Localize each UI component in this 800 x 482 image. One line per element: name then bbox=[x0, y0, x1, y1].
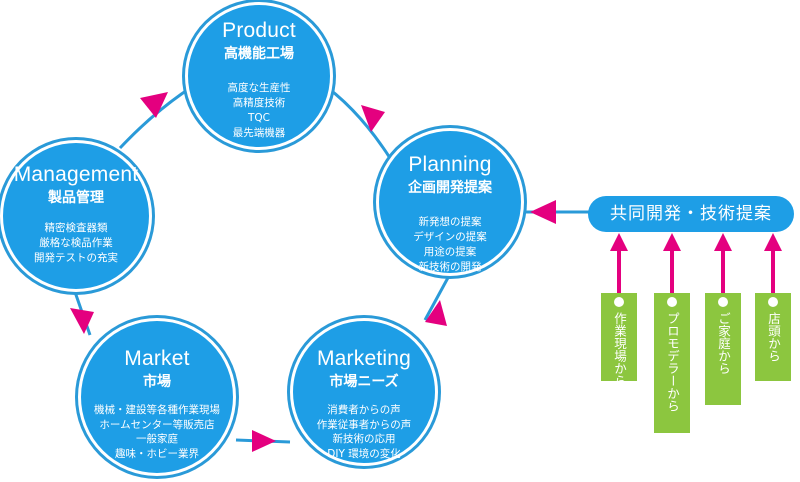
node-title: Market bbox=[124, 347, 190, 370]
source-box: プロモデラーから bbox=[654, 293, 690, 433]
node-items: 新発想の提案 デザインの提案 用途の提案 新技術の開発 bbox=[379, 215, 521, 275]
list-item: DIY 環境の変化 bbox=[327, 447, 401, 460]
node-subtitle: 製品管理 bbox=[48, 190, 104, 206]
list-item: 新発想の提案 bbox=[418, 216, 482, 228]
source-label: 店頭から bbox=[766, 312, 781, 362]
list-item: ホームセンター等販売店 bbox=[99, 418, 215, 431]
node-items: 高度な生産性 高精度技術 TQC 最先端機器 bbox=[188, 81, 330, 141]
list-item: 高精度技術 bbox=[232, 97, 286, 109]
list-item: 趣味・ホビー業界 bbox=[115, 447, 199, 460]
source-box: 作業現場から bbox=[601, 293, 637, 387]
list-item: 最先端機器 bbox=[232, 127, 286, 139]
list-item: 消費者からの声 bbox=[327, 404, 401, 416]
node-title: Planning bbox=[408, 153, 492, 176]
list-item: 用途の提案 bbox=[423, 246, 477, 258]
node-subtitle: 市場ニーズ bbox=[329, 374, 399, 390]
node-subtitle: 市場 bbox=[143, 374, 171, 390]
node-subtitle: 企画開発提案 bbox=[408, 180, 492, 196]
arrow-planning-to-product bbox=[361, 105, 385, 132]
list-item: 高度な生産性 bbox=[227, 82, 291, 94]
node-management: Management 製品管理 精密検査器類 厳格な検品作業 開発テストの充実 bbox=[0, 140, 152, 292]
node-product: Product 高機能工場 高度な生産性 高精度技術 TQC 最先端機器 bbox=[185, 2, 333, 150]
collaboration-pill: 共同開発・技術提案 bbox=[588, 196, 794, 232]
arrow-product-to-management bbox=[140, 92, 168, 118]
list-item: 開発テストの充実 bbox=[34, 252, 118, 264]
source-label: 作業現場から bbox=[612, 312, 627, 387]
bullet-dot-icon bbox=[614, 297, 624, 307]
node-marketing: Marketing 市場ニーズ 消費者からの声 作業従事者からの声 新技術の応用… bbox=[290, 318, 438, 466]
node-market: Market 市場 機械・建設等各種作業現場 ホームセンター等販売店 一般家庭 … bbox=[78, 318, 236, 476]
node-items: 精密検査器類 厳格な検品作業 開発テストの充実 bbox=[3, 221, 149, 266]
arrow-marketing-to-planning bbox=[425, 300, 447, 326]
list-item: 機械・建設等各種作業現場 bbox=[94, 404, 220, 416]
arrow-collab-to-planning bbox=[530, 200, 556, 224]
source-label: プロモデラーから bbox=[665, 312, 680, 412]
node-planning: Planning 企画開発提案 新発想の提案 デザインの提案 用途の提案 新技術… bbox=[376, 128, 524, 276]
arrow-src-2 bbox=[663, 233, 681, 251]
list-item: 精密検査器類 bbox=[44, 222, 108, 234]
list-item: 作業従事者からの声 bbox=[316, 418, 412, 431]
node-title: Product bbox=[222, 19, 296, 42]
list-item: 新技術の開発 bbox=[418, 261, 482, 273]
arrow-market-to-marketing bbox=[252, 430, 276, 452]
list-item: 厳格な検品作業 bbox=[39, 237, 113, 249]
arrow-src-3 bbox=[714, 233, 732, 251]
list-item: 新技術の応用 bbox=[332, 433, 396, 445]
source-box: ご家庭から bbox=[705, 293, 741, 405]
arrow-src-4 bbox=[764, 233, 782, 251]
arrow-src-1 bbox=[610, 233, 628, 251]
list-item: TQC bbox=[247, 112, 270, 124]
source-label: ご家庭から bbox=[716, 312, 731, 375]
list-item: デザインの提案 bbox=[413, 231, 487, 243]
node-items: 消費者からの声 作業従事者からの声 新技術の応用 DIY 環境の変化 bbox=[293, 403, 435, 461]
bullet-dot-icon bbox=[667, 297, 677, 307]
node-title: Marketing bbox=[316, 347, 411, 370]
bullet-dot-icon bbox=[718, 297, 728, 307]
list-item: 一般家庭 bbox=[136, 433, 178, 445]
bullet-dot-icon bbox=[768, 297, 778, 307]
node-subtitle: 高機能工場 bbox=[224, 46, 294, 62]
node-title: Management bbox=[13, 163, 139, 186]
node-items: 機械・建設等各種作業現場 ホームセンター等販売店 一般家庭 趣味・ホビー業界 bbox=[81, 403, 233, 461]
arrow-management-to-market bbox=[70, 308, 94, 334]
source-box: 店頭から bbox=[755, 293, 791, 381]
